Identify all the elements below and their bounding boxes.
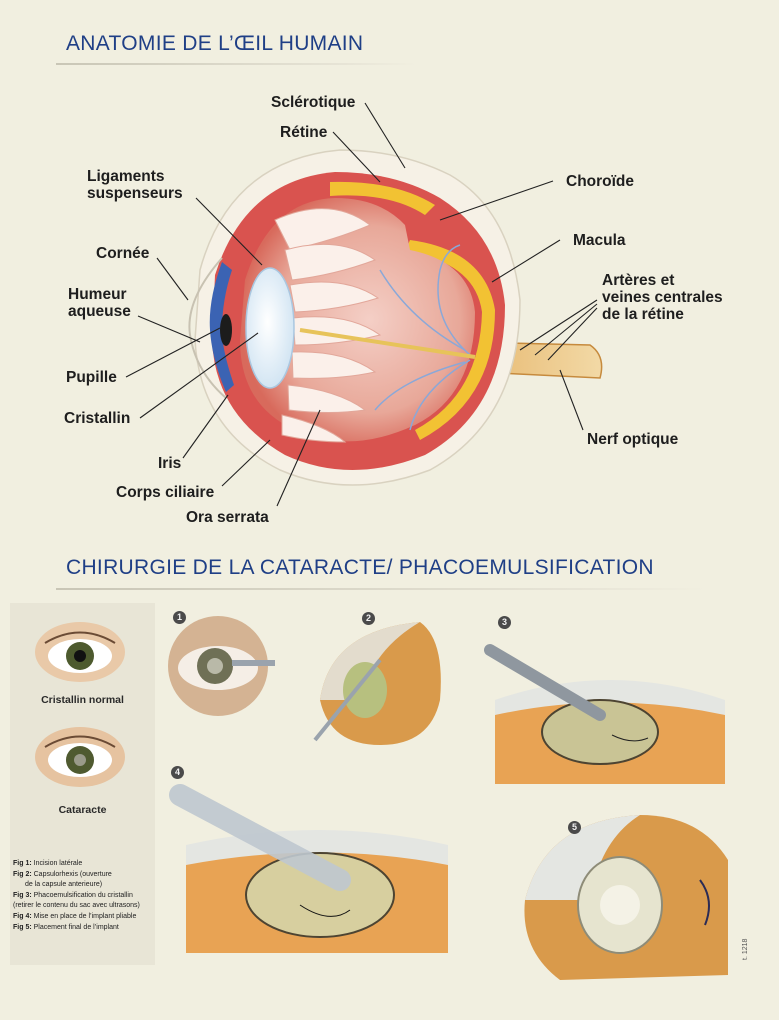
figure-legend: Fig 1: Incision latérale Fig 2: Capsulor… — [13, 859, 155, 933]
figure-3-phacoemulsification — [484, 644, 725, 784]
reference-code: t. 1218 — [742, 938, 749, 960]
caption-cataract: Cataracte — [58, 804, 107, 816]
figure-4-foldable-implant — [169, 784, 448, 953]
retina-layer — [330, 181, 435, 215]
surgery-title: CHIRURGIE DE LA CATARACTE/ PHACOEMULSIFI… — [66, 556, 654, 579]
cataract-eye-image — [35, 727, 125, 787]
label-retine: Rétine — [280, 124, 328, 141]
figure-1-lateral-incision — [168, 616, 275, 716]
legend-line: Fig 4: Mise en place de l’implant pliabl… — [13, 912, 137, 920]
label-choroide: Choroïde — [566, 173, 635, 190]
label-cristallin: Cristallin — [64, 410, 131, 427]
label-macula: Macula — [573, 232, 626, 249]
figure-number-2: 2 — [362, 612, 375, 625]
label-iris: Iris — [158, 455, 182, 472]
legend-line: Fig 5: Placement final de l’implant — [13, 923, 119, 931]
figure-2-capsulorhexis — [313, 622, 441, 745]
label-sclerotique: Sclérotique — [271, 94, 356, 111]
figure-number-4: 4 — [171, 766, 184, 779]
figure-5-final-implant — [524, 815, 728, 980]
label-ora-serrata: Ora serrata — [186, 509, 269, 526]
legend-line: Fig 1: Incision latérale — [13, 860, 83, 867]
label-arteres: Artères et veines centrales de la rétine — [602, 272, 723, 323]
figure-number-3: 3 — [498, 616, 511, 629]
figure-number-5: 5 — [568, 821, 581, 834]
pupil — [220, 314, 232, 346]
crystalline-lens — [245, 267, 295, 389]
title-underline — [56, 63, 416, 65]
label-corps-ciliaire: Corps ciliaire — [116, 484, 215, 501]
eye-anatomy-illustration — [125, 102, 603, 507]
normal-eye-image — [35, 622, 125, 682]
legend-line: (retirer le contenu du sac avec ultrason… — [13, 902, 140, 910]
ciliary-folds — [274, 208, 382, 443]
legend-line: Fig 3: Phacoemulsification du cristallin — [13, 891, 133, 899]
central-artery — [299, 328, 476, 359]
label-ligaments: Ligaments suspenseurs — [87, 168, 183, 202]
cornea — [188, 257, 227, 399]
label-humeur-aqueuse: Humeur aqueuse — [68, 286, 131, 320]
leader-lines — [125, 102, 598, 507]
label-pupille: Pupille — [66, 369, 117, 386]
figure-number-1: 1 — [173, 611, 186, 624]
legend-line: Fig 2: Capsulorhexis (ouverture — [13, 870, 112, 878]
retinal-vessels — [374, 244, 471, 431]
caption-normal-lens: Cristallin normal — [41, 694, 124, 706]
label-nerf-optique: Nerf optique — [587, 431, 679, 448]
anatomy-title: ANATOMIE DE L’ŒIL HUMAIN — [66, 32, 364, 55]
legend-line: de la capsule anterieure) — [25, 881, 103, 889]
label-cornee: Cornée — [96, 245, 150, 262]
title-underline — [56, 588, 706, 590]
retina-layer — [405, 240, 495, 440]
